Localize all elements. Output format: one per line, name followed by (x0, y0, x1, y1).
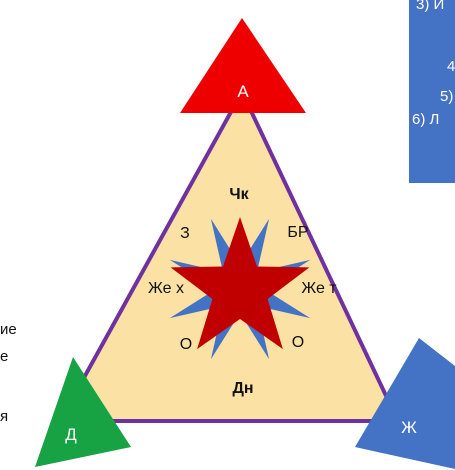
info-panel (409, 0, 455, 183)
corner-triangle-top (180, 18, 306, 113)
panel-line-2: 4 (447, 58, 455, 75)
label-o-left: О (180, 336, 192, 353)
panel-line-1: 3) И (416, 0, 445, 13)
label-zhe-t: Же т (301, 280, 337, 297)
corner-triangle-left (35, 357, 131, 467)
corner-triangle-right (355, 338, 455, 469)
label-dn: Дн (232, 380, 253, 397)
label-o-right: О (292, 334, 304, 351)
corner-label-top: А (237, 82, 249, 101)
label-z: З (180, 225, 190, 242)
left-fragment-2: е (0, 348, 9, 365)
label-br: БР (287, 224, 308, 241)
left-fragment-3: я (0, 408, 9, 425)
corner-label-right: Ж (401, 418, 417, 437)
panel-line-3: 5) (440, 88, 454, 105)
red-star-icon (170, 217, 310, 350)
label-zhe-kh: Же х (148, 280, 184, 297)
label-chk: Чк (229, 186, 249, 203)
corner-label-left: Д (65, 425, 77, 444)
left-fragment-1: ие (0, 321, 17, 338)
panel-line-4: 6) Л (412, 111, 440, 128)
